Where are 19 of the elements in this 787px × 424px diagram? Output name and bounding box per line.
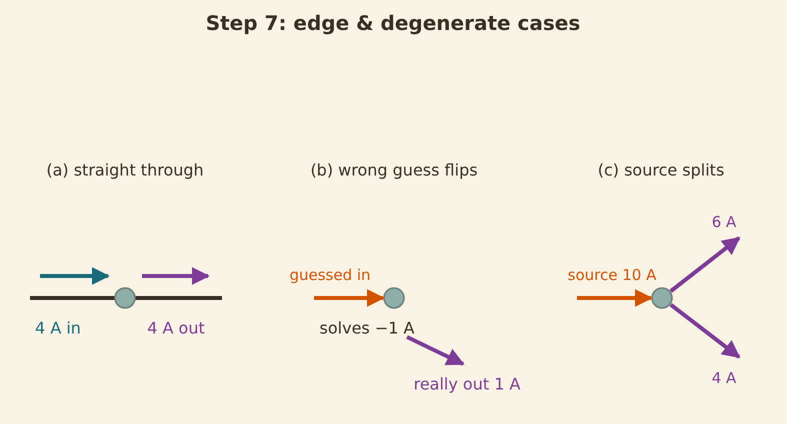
panel-title: (b) wrong guess flips bbox=[310, 160, 478, 180]
current-label: 4 A out bbox=[147, 318, 205, 338]
arrow bbox=[670, 303, 740, 359]
panel-title: (a) straight through bbox=[46, 160, 204, 180]
edge-label: guessed in bbox=[289, 266, 371, 284]
panel-title: (c) source splits bbox=[598, 160, 724, 180]
arrow bbox=[577, 289, 653, 307]
arrow bbox=[314, 289, 385, 307]
edge-label: 6 A bbox=[712, 213, 736, 231]
edge-label: 4 A bbox=[712, 369, 736, 387]
current-label: solves −1 A bbox=[320, 318, 414, 338]
junction-node bbox=[114, 287, 136, 309]
edge-label: source 10 A bbox=[568, 266, 656, 284]
junction-node bbox=[383, 287, 405, 309]
title: Step 7: edge & degenerate cases bbox=[206, 11, 580, 35]
arrow bbox=[669, 236, 740, 293]
junction-node bbox=[651, 287, 673, 309]
current-label: 4 A in bbox=[35, 318, 81, 338]
current-label: really out 1 A bbox=[414, 374, 520, 394]
